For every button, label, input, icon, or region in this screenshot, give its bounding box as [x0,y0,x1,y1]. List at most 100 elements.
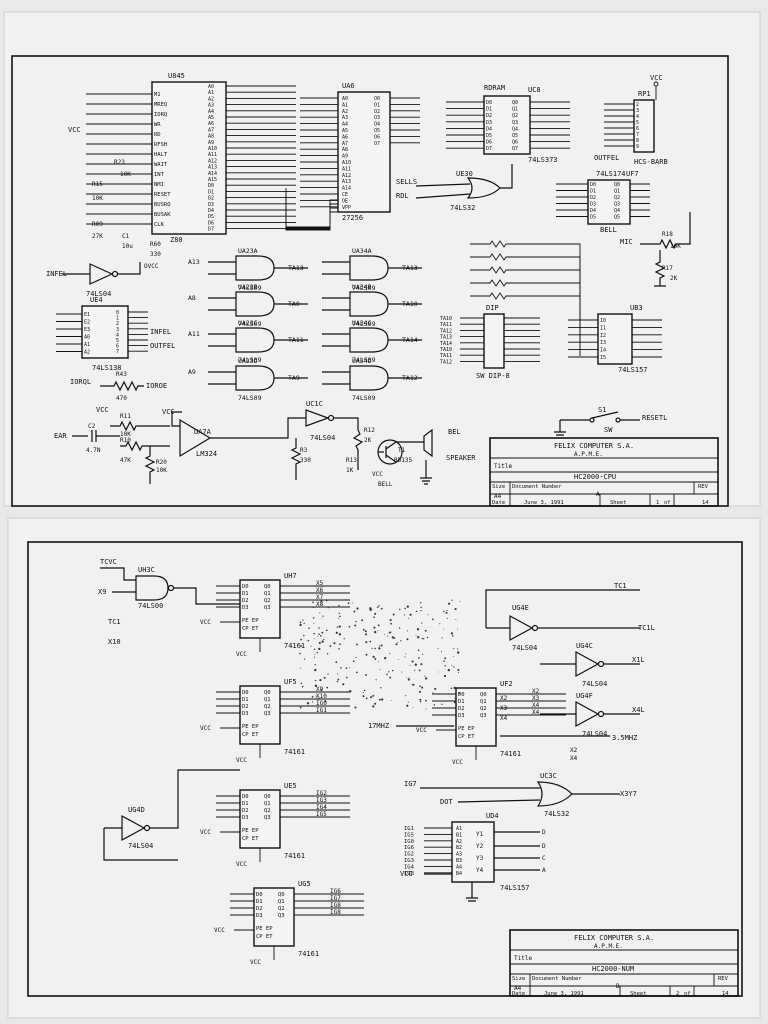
svg-text:UE30: UE30 [456,170,473,178]
counter-pin: D1 [256,899,263,905]
svg-text:Z80: Z80 [170,236,183,244]
counter-vcc: VCC [236,651,247,658]
counter-output: X2 [532,688,540,695]
svg-text:IORQL: IORQL [70,378,91,386]
pin-label: TA12 [440,359,452,365]
svg-text:10K: 10K [670,243,681,250]
svg-text:C: C [542,855,546,862]
u845-left-pins: M1MREQIORQWRRDRFSHHALTWAITINTNMIRESETBUS… [86,92,171,228]
svg-text:UG4C: UG4C [576,642,593,650]
pin-label: A11 [208,152,217,158]
counter-pin: PE EP [256,926,273,932]
svg-text:UA7A: UA7A [194,428,212,436]
pin-label: D6 [486,140,492,146]
svg-text:UG4E: UG4E [512,604,529,612]
pin-label: M1 [154,92,161,98]
svg-text:4.7N: 4.7N [86,447,101,454]
pin-label: A15 [208,177,217,183]
gate-part: 74LS09 [238,284,262,292]
svg-text:74LS04: 74LS04 [86,290,111,298]
counter-part: 74161 [284,852,305,860]
pin-label: D2 [208,196,214,202]
pin-label: D1 [486,107,492,113]
gate-part: 74LS09 [352,284,376,292]
svg-text:A: A [542,867,546,874]
pin-label: A7 [342,141,348,147]
pin-label: TA14 [440,341,452,347]
pin-label: WR [154,122,161,128]
counter-pin: PE EP [242,724,259,730]
counter-pin: D2 [242,598,249,604]
counter-pin: D3 [242,815,249,821]
pin-label: O1 [374,102,380,108]
svg-text:470: 470 [116,395,127,402]
counter-vcc: VCC [236,861,247,868]
gate-input: A13 [188,258,200,266]
counter-pin: D2 [458,706,465,712]
pin-label: A1 [84,342,90,348]
ud4-pin: B4 [456,871,462,877]
svg-text:R17: R17 [662,265,673,272]
svg-text:OVCC: OVCC [144,263,159,270]
svg-text:R12: R12 [364,427,375,434]
ud4-input-label: IG2 [404,852,414,858]
counter-ref: UE5 [284,782,297,790]
svg-text:UG4D: UG4D [128,806,145,814]
pin-label: TA11 [440,322,452,328]
counter-output: IG1 [316,707,327,714]
svg-text:UB3: UB3 [630,304,643,312]
svg-text:R13: R13 [346,457,357,464]
counter-pin: D2 [256,906,263,912]
svg-text:SW: SW [604,426,613,434]
pin-label: A14 [208,171,217,177]
svg-text:Y1: Y1 [476,831,484,838]
counter-pin: D0 [256,892,263,898]
pin-label: Q0 [512,100,518,106]
counter-ref: UG5 [298,880,311,888]
counter-pin: Q0 [264,794,271,800]
pin-label: O7 [374,141,380,147]
u845-right-pins: A0A1A2A3A4A5A6A7A8A9A10A11A12A13A14A15D0… [208,84,296,233]
counter-output: X5 [316,580,324,587]
svg-text:10K: 10K [120,171,131,178]
svg-text:74LS04: 74LS04 [128,842,153,850]
pin-label: Q6 [512,140,518,146]
pin-label: CLK [154,222,165,228]
svg-text:10u: 10u [122,243,133,250]
pin-label: IORQ [154,112,167,118]
svg-text:HCS-BARB: HCS-BARB [634,158,668,166]
svg-text:Sheet: Sheet [610,500,627,506]
pin-label: 5 [636,120,639,126]
svg-text:Size: Size [512,976,525,982]
counter-pin: Q2 [264,704,271,710]
counter-vcc-left: VCC [416,727,427,734]
svg-text:DOT: DOT [440,798,453,806]
counter-pin: Q0 [264,584,271,590]
pin-label: A12 [342,173,351,179]
counter-output: X10 [316,693,327,700]
pin-label: BUSRQ [154,202,171,208]
pin-label: D5 [590,215,596,221]
sheet-1-frame [11,55,729,507]
svg-text:R15: R15 [92,181,103,188]
svg-text:TCVC: TCVC [100,558,117,566]
counter-vcc-left: VCC [200,829,211,836]
pin-label: D4 [208,208,214,214]
svg-text:REV: REV [698,484,709,490]
svg-text:330: 330 [300,457,311,464]
counter-pin: Q3 [264,605,271,611]
pin-label: A13 [208,165,217,171]
gate-part: 74LS09 [352,356,376,364]
svg-text:UC1C: UC1C [306,400,323,408]
pin-label: D7 [486,146,492,152]
svg-text:10K: 10K [156,467,167,474]
pin-label: A14 [342,186,351,192]
pin-label: O2 [374,109,380,115]
counter-pin: D0 [242,584,249,590]
